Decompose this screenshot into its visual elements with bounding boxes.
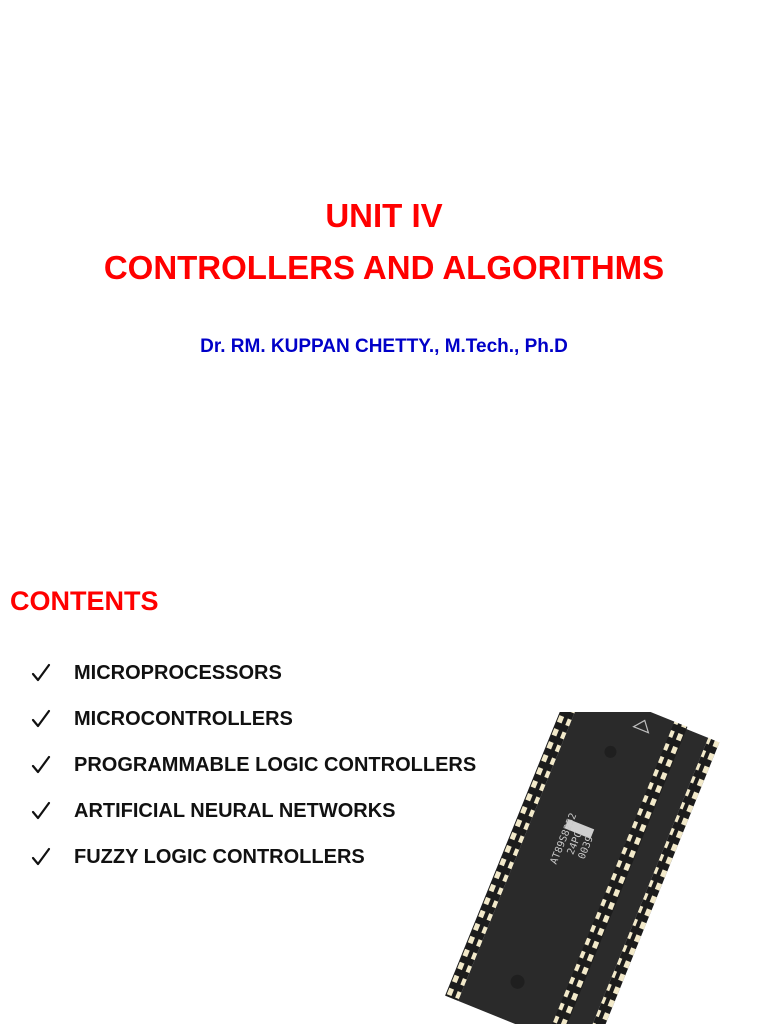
check-icon (31, 709, 51, 728)
list-item: MICROCONTROLLERS (30, 706, 476, 752)
contents-list: MICROPROCESSORS MICROCONTROLLERS PROGRAM… (30, 660, 476, 890)
list-item-label: ARTIFICIAL NEURAL NETWORKS (74, 800, 396, 822)
slide-title-topic: CONTROLLERS AND ALGORITHMS (103, 249, 665, 286)
check-icon (31, 801, 51, 820)
list-item: PROGRAMMABLE LOGIC CONTROLLERS (30, 752, 476, 798)
contents-heading: CONTENTS (10, 586, 159, 616)
list-item: ARTIFICIAL NEURAL NETWORKS (30, 798, 476, 844)
check-icon (31, 663, 51, 682)
list-item-label: PROGRAMMABLE LOGIC CONTROLLERS (74, 754, 477, 776)
list-item: FUZZY LOGIC CONTROLLERS (30, 844, 476, 890)
list-item-label: FUZZY LOGIC CONTROLLERS (74, 846, 365, 868)
front-chip: AT89S8252 24PC 0039 (445, 712, 688, 1024)
title-slide: UNIT IV CONTROLLERS AND ALGORITHMS Dr. R… (103, 197, 665, 357)
author-name: Dr. RM. KUPPAN CHETTY., M.Tech., Ph.D (200, 336, 568, 357)
check-icon (31, 755, 51, 774)
contents-slide: CONTENTS MICROPROCESSORS MICROCONTROLLER… (0, 512, 768, 1024)
check-icon (31, 847, 51, 866)
slide-title-unit: UNIT IV (325, 197, 443, 234)
list-item-label: MICROPROCESSORS (74, 662, 282, 684)
list-item-label: MICROCONTROLLERS (74, 708, 293, 730)
list-item: MICROPROCESSORS (30, 660, 476, 706)
integrated-circuit-chip-image: 52 AT89S8252 24PC 0039 (445, 712, 720, 1024)
